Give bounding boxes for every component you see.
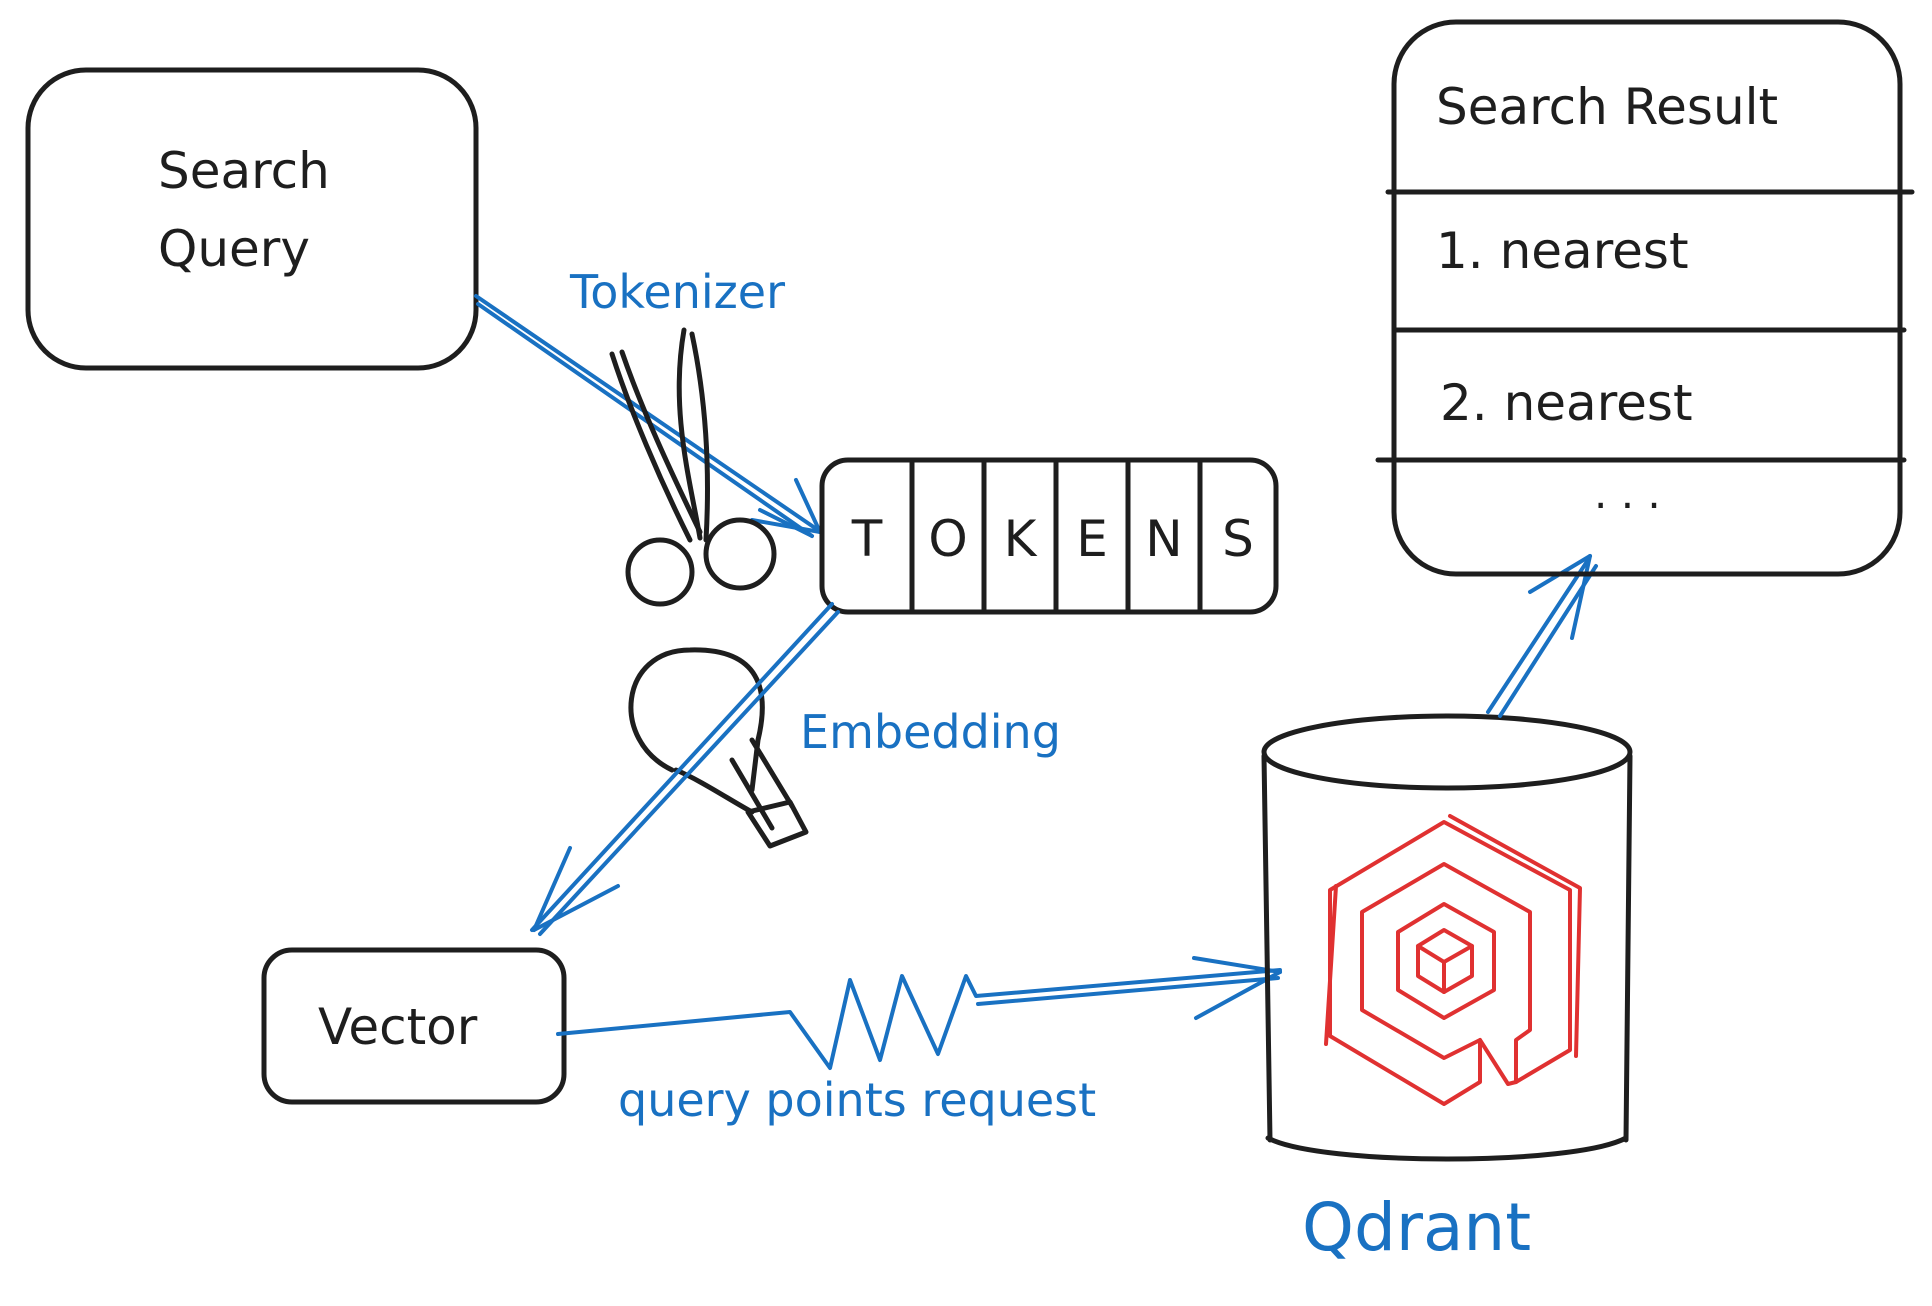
qdrant-logo-icon <box>1324 814 1582 1106</box>
embedding-edge: Embedding <box>530 602 1061 936</box>
database-cylinder-icon <box>1261 713 1633 1162</box>
tokens-node: T O K E N S <box>819 457 1279 615</box>
search-result-node: Search Result 1. nearest 2. nearest . . … <box>1375 19 1915 577</box>
result-edge <box>1486 554 1598 718</box>
search-result-title: Search Result <box>1436 78 1778 136</box>
scissors-icon <box>609 327 777 607</box>
tokenizer-label: Tokenizer <box>569 265 785 319</box>
query-request-label: query points request <box>618 1073 1096 1127</box>
tokenizer-edge: Tokenizer <box>474 265 822 538</box>
lightbulb-icon <box>628 647 809 849</box>
token-letter: K <box>1004 510 1038 568</box>
embedding-label: Embedding <box>800 705 1061 759</box>
token-letter: E <box>1076 510 1108 568</box>
token-letter: O <box>928 510 967 568</box>
qdrant-label: Qdrant <box>1302 1189 1531 1266</box>
qdrant-node: Qdrant <box>1261 713 1633 1266</box>
token-letter: S <box>1222 510 1254 568</box>
result-item: 1. nearest <box>1436 222 1689 280</box>
search-query-node: Search Query <box>25 67 479 371</box>
vector-label: Vector <box>318 998 478 1056</box>
query-request-edge: query points request <box>556 956 1282 1127</box>
token-letter: N <box>1145 510 1182 568</box>
search-query-label-line2: Query <box>158 220 310 278</box>
search-query-label-line1: Search <box>158 142 330 200</box>
vector-node: Vector <box>261 947 567 1105</box>
result-more-ellipsis: . . . <box>1594 469 1661 518</box>
token-letter: T <box>851 510 883 568</box>
result-item: 2. nearest <box>1440 374 1693 432</box>
